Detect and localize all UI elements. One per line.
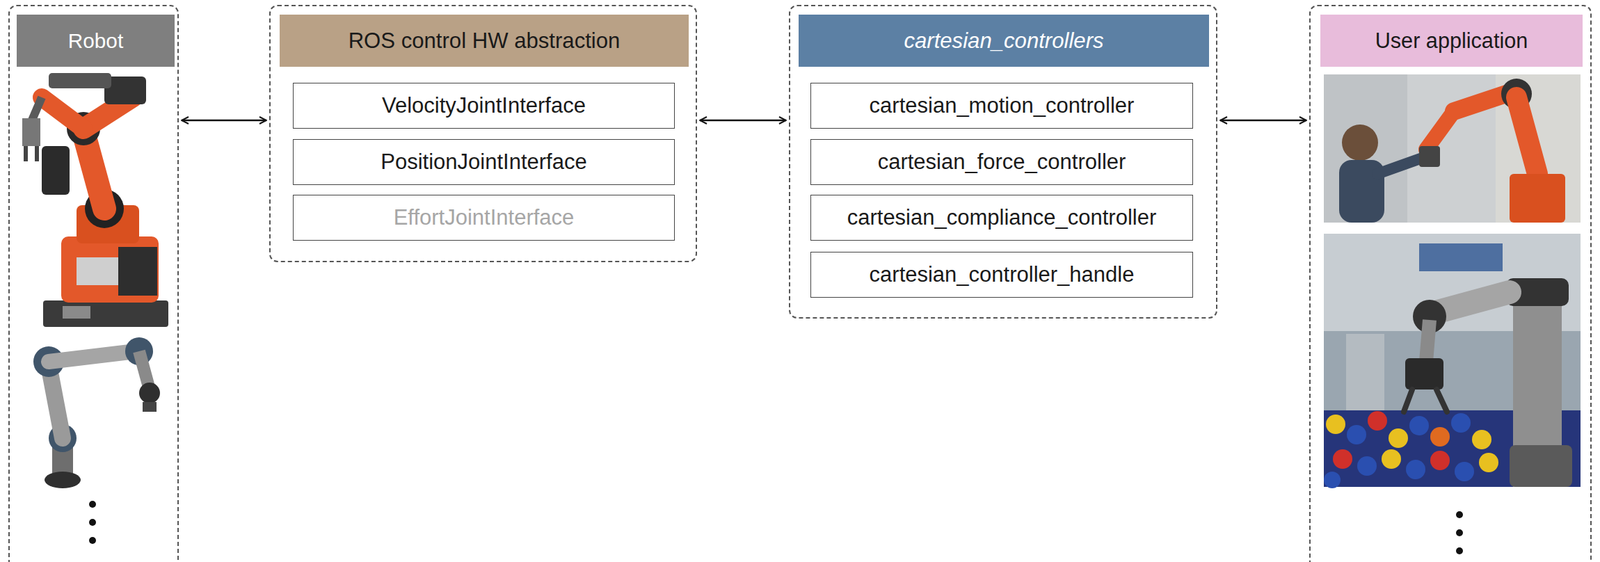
panel-header: ROS control HW abstraction: [279, 14, 689, 67]
bidirectional-arrow: [699, 119, 787, 122]
component-box: cartesian_controller_handle: [810, 251, 1194, 298]
component-box: cartesian_compliance_controller: [810, 194, 1194, 241]
interface-label: cartesian_compliance_controller: [847, 205, 1157, 231]
component-box: EffortJointInterface: [292, 194, 675, 241]
component-box: cartesian_force_controller: [810, 139, 1194, 186]
layer-panel: cartesian_controllers cartesian_motion_co…: [788, 4, 1218, 319]
user-photo-kuka: [1323, 74, 1581, 223]
layer-panel: Robot: [8, 4, 179, 562]
layer-panel: User application: [1309, 4, 1592, 562]
bidirectional-arrow: [181, 119, 267, 122]
interface-label: cartesian_controller_handle: [869, 262, 1135, 288]
interface-label: cartesian_motion_controller: [869, 93, 1135, 119]
ur-robot-picture: [33, 337, 160, 489]
component-box: PositionJointInterface: [292, 139, 675, 186]
interface-label: cartesian_force_controller: [877, 149, 1127, 175]
panel-header: User application: [1320, 14, 1583, 67]
layer-panel: ROS control HW abstractionVelocityJointI…: [269, 4, 698, 263]
interface-label: EffortJointInterface: [393, 205, 575, 231]
more-robots-dots: [89, 500, 96, 544]
panel-header: cartesian_controllers: [798, 14, 1210, 67]
component-box: cartesian_motion_controller: [810, 82, 1194, 129]
interface-label: PositionJointInterface: [380, 149, 587, 175]
user-photo-ur: [1323, 233, 1581, 489]
component-box: VelocityJointInterface: [292, 82, 675, 129]
kuka-robot-picture: [22, 73, 169, 327]
panel-header: Robot: [16, 14, 175, 67]
interface-label: VelocityJointInterface: [381, 93, 586, 119]
more-applications-dots: [1456, 511, 1463, 555]
bidirectional-arrow: [1220, 119, 1307, 122]
